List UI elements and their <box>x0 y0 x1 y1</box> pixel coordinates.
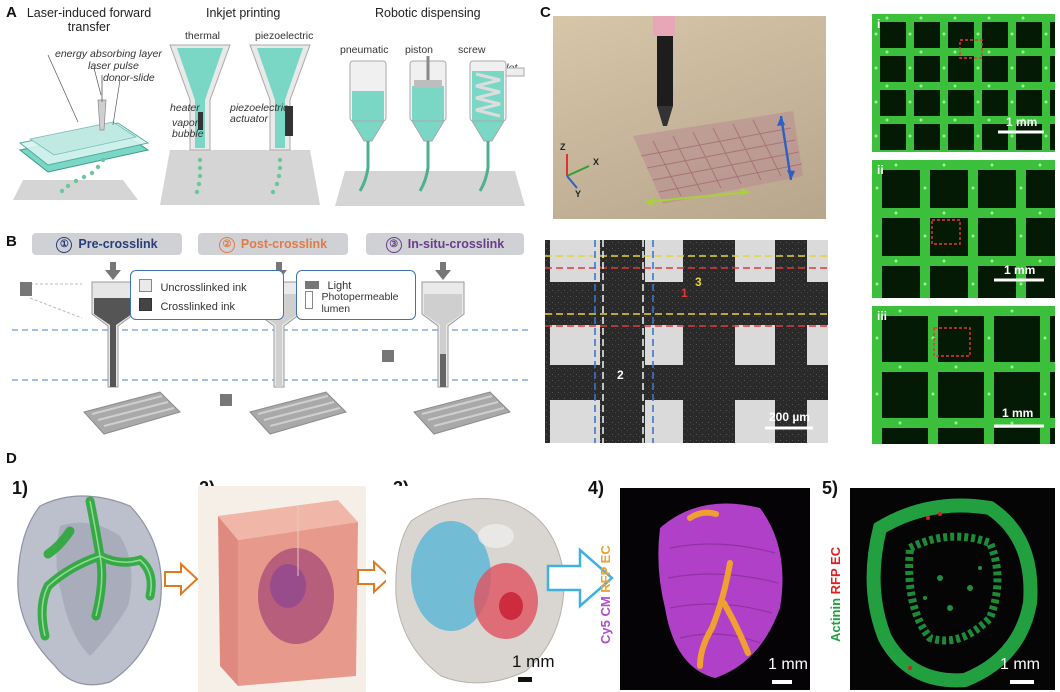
step-4-channel-rfp: RFP EC <box>598 545 613 593</box>
printer-photo: Z X Y <box>553 16 826 219</box>
lift-label-donor: donor-slide <box>103 72 155 84</box>
axis-label-x: X <box>593 157 600 167</box>
arrow-3-icon <box>546 547 614 609</box>
panel-a-label: A <box>6 4 17 21</box>
grid-micrograph: 1 2 3 200 µm <box>545 240 828 443</box>
inkjet-sub-piezo: piezoelectric <box>255 30 314 42</box>
robotic-sub-piston: piston <box>405 44 434 56</box>
panel-d-label: D <box>6 450 17 467</box>
step-5-channel-actinin: Actinin <box>828 594 843 642</box>
printed-heart-photo: 1 mm <box>386 486 576 692</box>
inkjet-label-piezo: piezoelectric actuator <box>230 102 289 125</box>
panel-c-label: C <box>540 4 551 21</box>
grid-scalebar-label: 200 µm <box>769 410 810 424</box>
lift-heading: Laser-induced forward transfer <box>26 6 152 34</box>
step-4-channel-cy5: Cy5 CM <box>598 592 613 644</box>
robotic-diagram <box>335 56 525 206</box>
light-legend: Light Photopermeable lumen <box>296 270 416 320</box>
arrow-1-icon <box>164 562 199 596</box>
ink-legend: Uncrosslinked ink Crosslinked ink <box>130 270 284 320</box>
robotic-sub-screw: screw <box>458 44 486 56</box>
step-5-micrograph: 1 mm <box>850 488 1055 690</box>
inkjet-heading: Inkjet printing <box>206 6 281 20</box>
light-legend-lumen: Photopermeable lumen <box>305 291 415 317</box>
step-5-channel-rfp: RFP EC <box>828 546 843 595</box>
fluor-scalebar-i: 1 mm <box>1006 115 1038 129</box>
grid-number-1: 1 <box>681 286 688 300</box>
step-4-micrograph: 1 mm <box>620 488 810 690</box>
axis-label-z: Z <box>560 142 566 152</box>
step-5-channel-label: Actinin RFP EC <box>828 547 843 642</box>
fluor-roman-i: i <box>877 17 881 31</box>
step-5-label: 5) <box>822 478 839 498</box>
inkjet-sub-thermal: thermal <box>185 30 221 42</box>
inkjet-label-heater: heater <box>170 102 200 114</box>
step-3-scalebar-label: 1 mm <box>512 652 555 671</box>
step-5-scalebar-label: 1 mm <box>1000 656 1040 673</box>
lift-diagram <box>13 54 150 200</box>
step-1-label: 1) <box>12 478 29 498</box>
fluor-panel-i: i 1 mm <box>872 14 1055 152</box>
inkjet-label-vapor: vapor bubble <box>172 117 204 140</box>
axis-label-y: Y <box>575 189 582 199</box>
step-4-scalebar-label: 1 mm <box>768 656 808 673</box>
lift-label-energy: energy absorbing layer <box>55 48 162 60</box>
fluor-scalebar-iii: 1 mm <box>1002 406 1034 420</box>
fluor-roman-ii: ii <box>877 163 884 177</box>
robotic-heading: Robotic dispensing <box>375 6 481 20</box>
fluor-panel-iii: iii 1 mm <box>872 306 1055 444</box>
ink-legend-uncross: Uncrosslinked ink <box>139 278 247 296</box>
robotic-sub-pneumatic: pneumatic <box>340 44 389 56</box>
lift-label-laser: laser pulse <box>88 60 139 72</box>
inkjet-diagram <box>160 44 320 205</box>
grid-number-2: 2 <box>617 368 624 382</box>
step-4-label: 4) <box>588 478 605 498</box>
panel-b-label: B <box>6 233 17 250</box>
arrow-2-icon <box>357 560 392 594</box>
gel-cube-photo <box>198 486 366 692</box>
heart-model <box>17 495 162 686</box>
fluor-scalebar-ii: 1 mm <box>1004 263 1036 277</box>
step-4-channel-label: Cy5 CM RFP EC <box>598 545 613 644</box>
step-3-scalebar <box>518 677 532 682</box>
grid-number-3: 3 <box>695 275 702 289</box>
fluor-panel-ii: ii 1 mm <box>872 160 1055 298</box>
light-legend-light: Light <box>305 276 351 294</box>
fluor-roman-iii: iii <box>877 309 888 323</box>
ink-legend-cross: Crosslinked ink <box>139 297 235 315</box>
